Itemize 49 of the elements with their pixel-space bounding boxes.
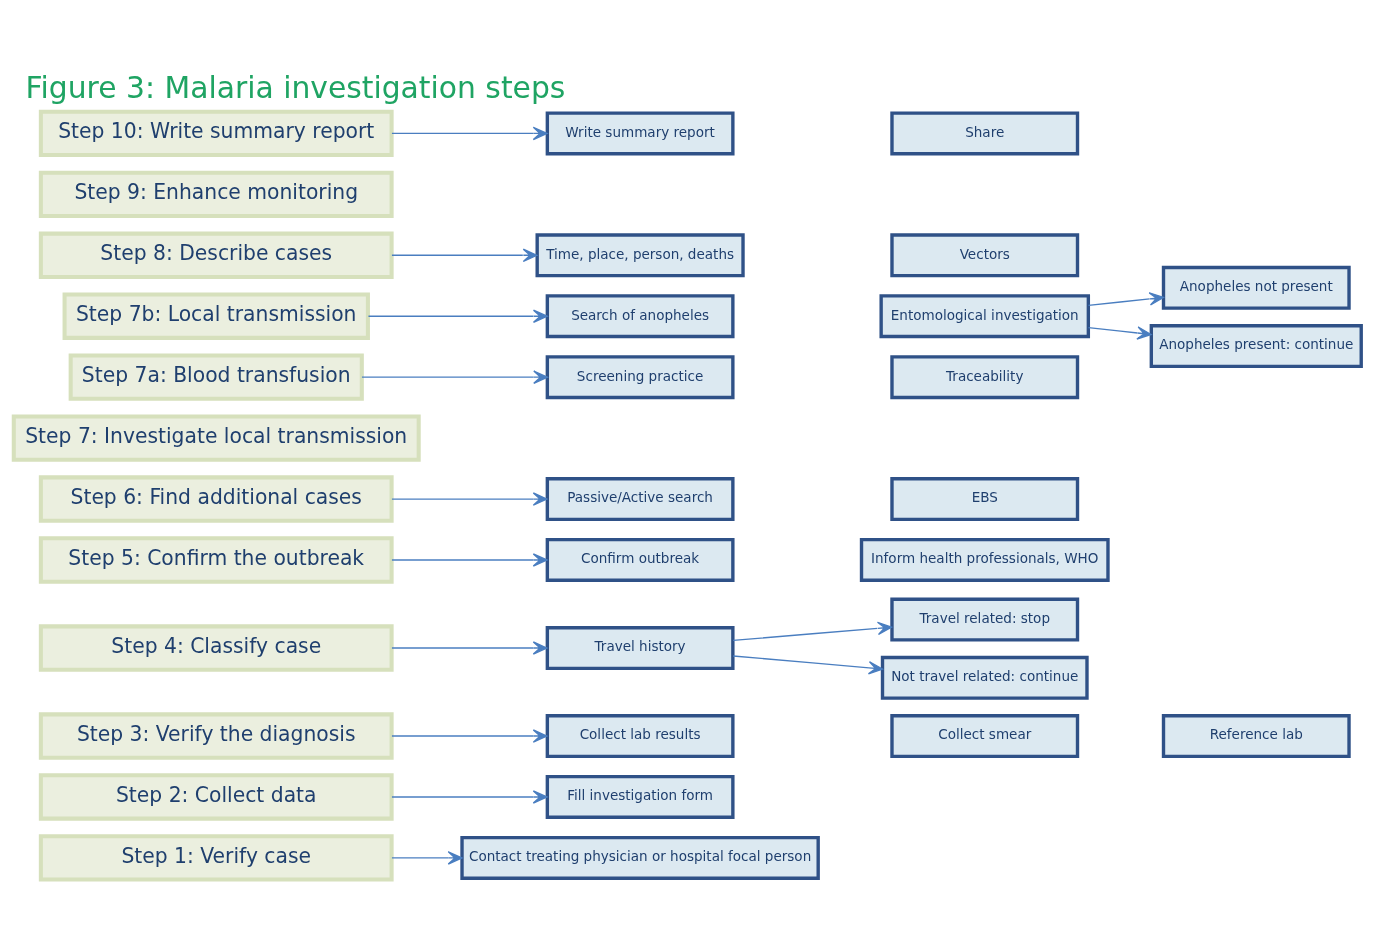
node-box: Search of anopheles — [545, 293, 735, 338]
node-box: Contact treating physician or hospital focal person — [460, 835, 820, 880]
arrow — [391, 552, 548, 567]
arrow — [391, 491, 548, 506]
node-box: Inform health professionals, WHO — [859, 537, 1110, 582]
node-box: Anopheles not present — [1161, 265, 1351, 310]
node-box: Reference lab — [1161, 713, 1351, 758]
node-box: Traceability — [890, 354, 1080, 399]
arrow — [391, 728, 548, 743]
arrow — [391, 850, 463, 865]
arrow — [1087, 325, 1152, 340]
arrow — [391, 248, 538, 262]
node-box: Step 9: Enhance monitoring — [38, 170, 394, 218]
node-box: Step 4: Classify case — [38, 623, 394, 672]
node-box: EBS — [890, 476, 1080, 521]
node-box: Anopheles present: continue — [1149, 323, 1363, 368]
node-box: Not travel related: continue — [880, 655, 1089, 700]
arrow — [361, 369, 548, 384]
node-box: Fill investigation form — [545, 774, 735, 819]
node-box: Step 2: Collect data — [38, 772, 394, 821]
arrow — [732, 654, 884, 675]
arrow — [391, 640, 548, 655]
node-box: Step 7b: Local transmission — [62, 292, 370, 340]
node-box: Collect smear — [890, 713, 1080, 758]
node-box: Step 3: Verify the diagnosis — [38, 711, 394, 760]
node-box: Step 7: Investigate local transmission — [11, 413, 421, 462]
node-box: Step 5: Confirm the outbreak — [38, 535, 394, 584]
node-box: Entomological investigation — [879, 293, 1091, 338]
node-box: Step 8: Describe cases — [38, 231, 394, 279]
node-box: Screening practice — [545, 354, 735, 399]
node-box: Step 6: Find additional cases — [38, 474, 394, 523]
diagram-title: Figure 3: Malaria investigation steps — [25, 69, 566, 105]
node-box: Step 1: Verify case — [38, 833, 394, 882]
node-box: Passive/Active search — [545, 476, 735, 521]
node-box: Collect lab results — [545, 713, 735, 758]
node-box: Confirm outbreak — [545, 537, 735, 582]
node-box: Time, place, person, deaths — [535, 232, 745, 277]
node-box: Step 7a: Blood transfusion — [68, 353, 364, 401]
node-box: Travel related: stop — [890, 597, 1080, 642]
arrow — [367, 308, 548, 323]
arrow — [391, 126, 548, 140]
node-box: Step 10: Write summary report — [38, 109, 394, 157]
arrow — [1087, 291, 1165, 306]
node-box: Write summary report — [545, 110, 735, 155]
arrow — [732, 621, 893, 641]
node-box: Share — [890, 110, 1080, 155]
node-box: Travel history — [545, 625, 735, 670]
arrow — [391, 789, 548, 804]
node-box: Vectors — [890, 232, 1080, 277]
